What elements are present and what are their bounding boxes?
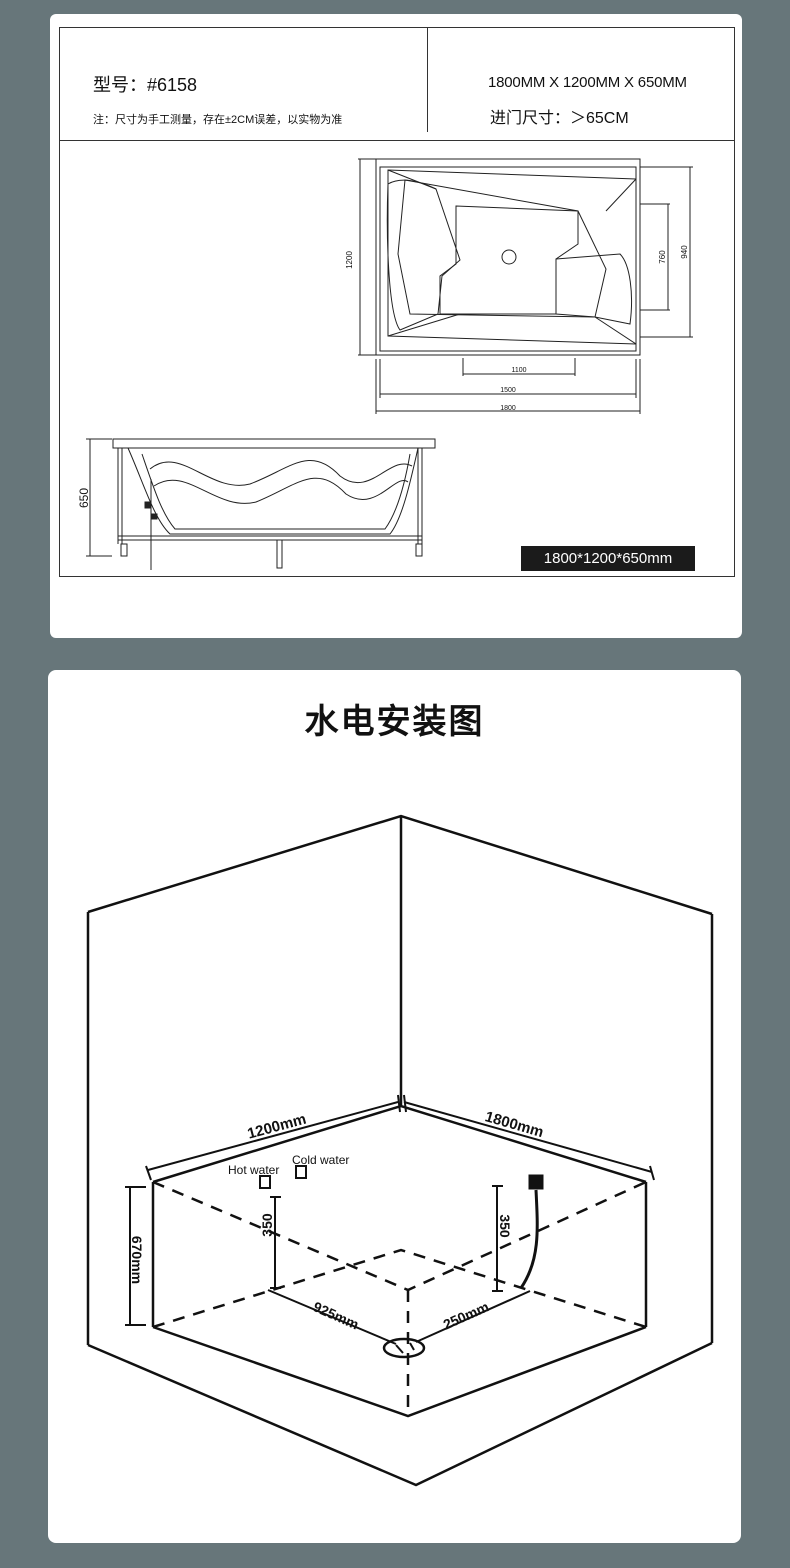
hot-water-label: Hot water xyxy=(228,1163,279,1177)
model-number: 型号：#6158 xyxy=(93,75,198,95)
spec-frame: 型号：#6158 注：尺寸为手工测量，存在±2CM误差，以实物为准 1800MM… xyxy=(59,27,735,577)
tub-top-view xyxy=(358,158,693,414)
measurement-note: 注：尺寸为手工测量，存在±2CM误差，以实物为准 xyxy=(93,114,343,126)
install-card: 水电安装图 xyxy=(48,670,741,1543)
tub-dashed-projection xyxy=(152,1180,647,1416)
length-1800-label: 1800mm xyxy=(483,1108,545,1141)
header-column-divider xyxy=(427,28,428,132)
height-350-left-label: 350 xyxy=(259,1213,275,1237)
power-cable xyxy=(519,1189,539,1289)
installation-diagram: 1200mm 1800mm Hot water Cold water 670mm… xyxy=(86,814,714,1487)
dim-760-label: 760 xyxy=(658,250,667,264)
dim-1500-label: 1500 xyxy=(500,387,516,394)
cold-water-label: Cold water xyxy=(292,1153,349,1167)
floor-drain xyxy=(382,1337,426,1359)
dim-650-label: 650 xyxy=(77,488,91,508)
drain-mark xyxy=(395,1342,415,1354)
tub-outline xyxy=(151,1104,648,1418)
dim-1100-label: 1100 xyxy=(511,367,526,374)
cold-water-valve xyxy=(295,1165,307,1179)
product-dimensions: 1800MM X 1200MM X 650MM xyxy=(488,74,687,91)
dim-1800-label: 1800 xyxy=(500,405,516,412)
dim-940-label: 940 xyxy=(680,245,689,259)
spec-card: 型号：#6158 注：尺寸为手工测量，存在±2CM误差，以实物为准 1800MM… xyxy=(50,14,742,638)
dimension-lines xyxy=(125,1094,655,1345)
dim-1200-label: 1200 xyxy=(345,251,354,269)
tub-side-view xyxy=(86,438,436,570)
size-badge: 1800*1200*650mm xyxy=(521,546,695,571)
height-350-right-label: 350 xyxy=(497,1214,513,1238)
tub-top-view-drawing: 1200 760 940 1100 1500 1800 xyxy=(77,158,693,570)
height-670-label: 670mm xyxy=(129,1236,145,1284)
header-divider xyxy=(60,140,734,141)
door-size: 进门尺寸：＞65CM xyxy=(490,110,629,127)
section-title: 水电安装图 xyxy=(304,703,485,741)
room-walls xyxy=(86,814,714,1487)
distance-250-label: 250mm xyxy=(441,1298,492,1332)
power-socket xyxy=(528,1174,544,1190)
distance-925-label: 925mm xyxy=(311,1298,362,1332)
hot-water-valve xyxy=(259,1175,271,1189)
